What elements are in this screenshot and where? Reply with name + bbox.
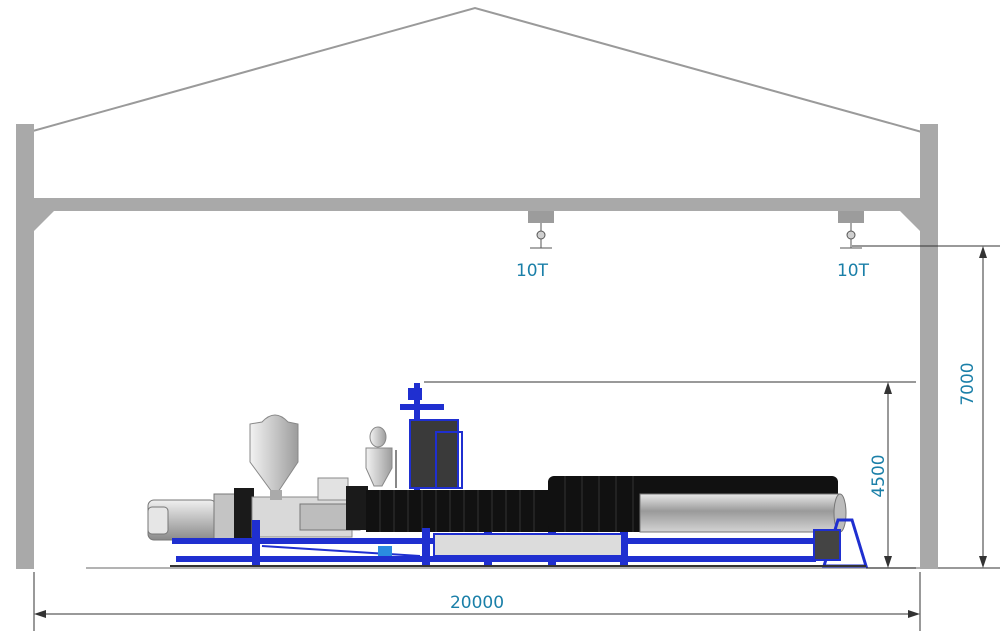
corrugated-pipe xyxy=(366,490,558,532)
control-box xyxy=(378,546,392,556)
base-frame-lower xyxy=(176,556,816,562)
small-hopper-top xyxy=(369,426,387,448)
end-stand-base xyxy=(813,529,841,561)
hopper-neck xyxy=(270,490,282,500)
crane-label: 10T xyxy=(516,261,549,281)
crane-hook-icon xyxy=(536,230,546,240)
arrow-down-icon xyxy=(979,556,987,568)
dimension-building-height: 7000 xyxy=(852,245,1000,569)
left-knee-brace xyxy=(34,211,54,231)
left-column xyxy=(16,124,34,569)
crane-trolley xyxy=(838,211,864,223)
width-dimension-label: 20000 xyxy=(450,593,504,613)
die-head xyxy=(346,486,368,530)
pipe-ribs xyxy=(379,490,535,532)
right-column xyxy=(920,124,938,569)
roof-outline xyxy=(21,6,930,135)
small-hopper xyxy=(365,447,393,487)
motor-fan-cover xyxy=(147,506,169,535)
right-knee-brace xyxy=(900,211,920,231)
frame-post xyxy=(422,528,430,566)
crane-trolley xyxy=(528,211,554,223)
building-height-label: 7000 xyxy=(958,362,978,405)
machine-height-label: 4500 xyxy=(869,454,889,497)
dimension-machine-height: 4500 xyxy=(424,381,916,569)
corrugator-frame xyxy=(435,431,463,489)
building-structure xyxy=(16,6,938,569)
finished-pipe xyxy=(639,493,841,533)
pipe-ribs-large xyxy=(564,476,634,532)
frame-panel xyxy=(433,533,623,557)
frame-post xyxy=(620,532,628,566)
dimension-width: 20000 xyxy=(33,572,921,631)
pipe-production-line xyxy=(147,383,869,568)
arrow-down-icon xyxy=(884,556,892,568)
mast-arm xyxy=(400,404,444,410)
extruder-cabinet xyxy=(317,477,349,501)
frame-post xyxy=(252,520,260,566)
arrow-right-icon xyxy=(908,610,920,618)
mast-head xyxy=(408,388,422,400)
crane-beam xyxy=(34,198,920,211)
hopper-silo xyxy=(249,414,299,493)
crane-label: 10T xyxy=(837,261,870,281)
corrugator-unit xyxy=(409,419,459,489)
crane-right: 10T xyxy=(837,211,870,281)
arrow-up-icon xyxy=(979,246,987,258)
frame-diagonal xyxy=(261,545,421,557)
crane-hook-icon xyxy=(846,230,856,240)
arrow-left-icon xyxy=(34,610,46,618)
crane-left: 10T xyxy=(516,211,554,281)
arrow-up-icon xyxy=(884,382,892,394)
coupling xyxy=(234,488,254,542)
